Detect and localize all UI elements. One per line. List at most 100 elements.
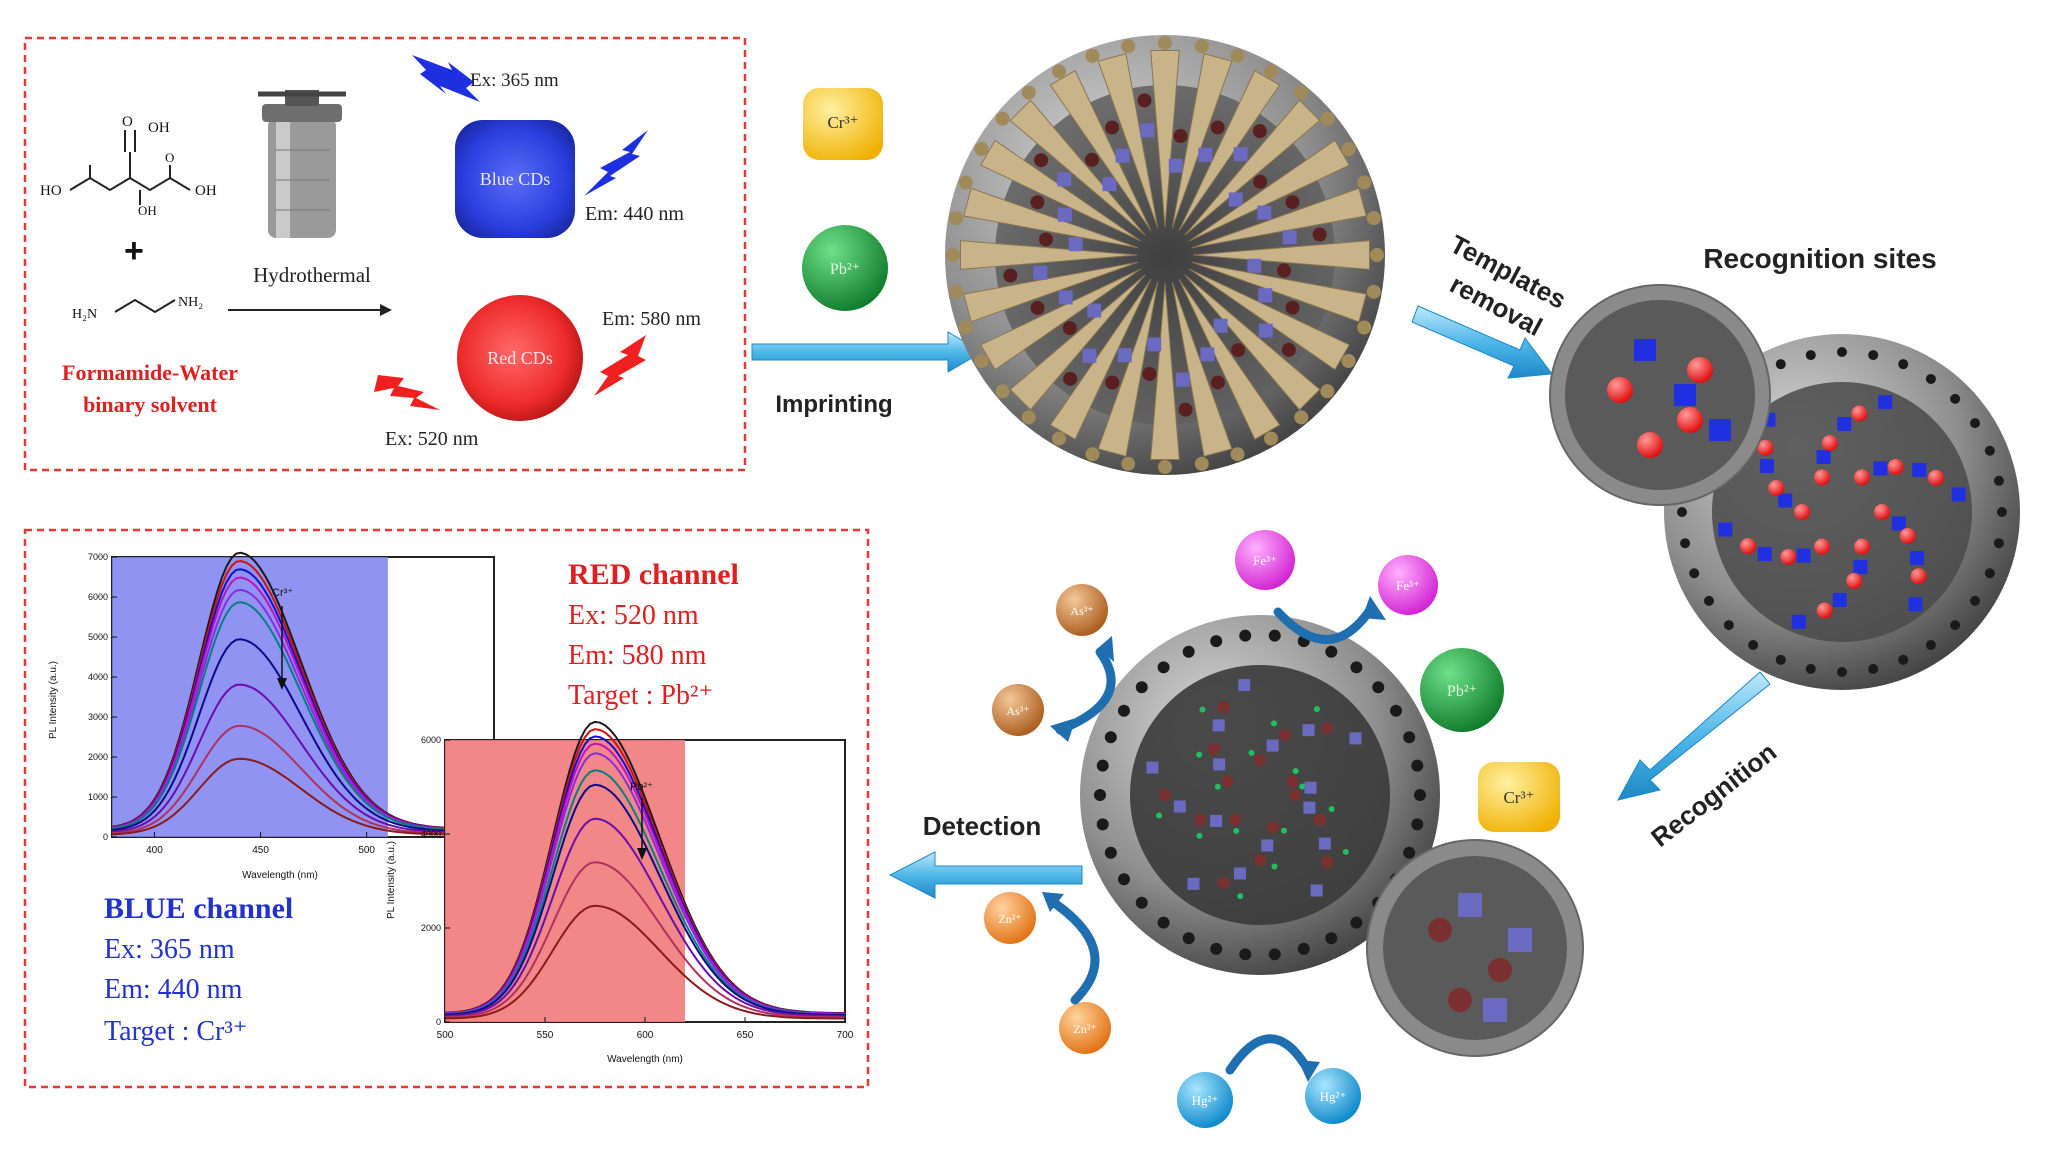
pore — [1411, 818, 1424, 831]
axis-ticks: 4004505005500100020003000400050006000700… — [88, 552, 482, 856]
bound-cube — [1304, 781, 1317, 794]
pb-site — [1794, 504, 1810, 520]
emission-bolt-blue — [584, 130, 648, 196]
green-dot — [1156, 812, 1163, 819]
bound-site — [1159, 789, 1171, 801]
citric-oh-label-3: OH — [138, 203, 157, 218]
annotation-label: Cr³⁺ — [272, 587, 293, 599]
pore — [1210, 942, 1223, 955]
pore-channel — [1171, 53, 1233, 229]
template-cube — [1115, 148, 1130, 163]
y-tick-label: 1000 — [88, 792, 108, 802]
surface-pore — [1158, 36, 1172, 50]
pb-site — [1846, 572, 1863, 589]
excitation-bolt-red — [374, 375, 440, 410]
template-site — [1210, 375, 1225, 390]
template-cube — [1175, 372, 1190, 387]
recognition-arrow — [1617, 671, 1771, 801]
template-cube — [1057, 172, 1072, 187]
pore-channel — [1097, 53, 1159, 229]
cr-site — [1908, 597, 1923, 612]
y-axis-label: PL Intensity (a.u.) — [386, 841, 397, 919]
pb-site — [1687, 357, 1713, 383]
detection-zoom-inset — [1366, 839, 1584, 1057]
pb-site — [1768, 480, 1785, 497]
pore-channel — [1178, 278, 1281, 440]
pore-channel — [1049, 70, 1152, 232]
pore — [1182, 932, 1195, 945]
y-tick-label: 4000 — [88, 672, 108, 682]
pore-channel — [980, 139, 1142, 242]
template-cube — [1247, 258, 1262, 273]
surface-pore — [1085, 48, 1100, 63]
cr-site — [1832, 592, 1847, 607]
template-cube — [1200, 347, 1215, 362]
recognition-label: Recognition — [1645, 737, 1782, 853]
series-curve — [111, 724, 494, 835]
y-axis-label: PL Intensity (a.u.) — [48, 661, 59, 739]
green-dot — [1328, 805, 1335, 812]
template-cube — [1057, 207, 1072, 222]
pore — [1268, 948, 1281, 961]
pore — [1748, 640, 1759, 651]
bound-cube — [1508, 928, 1532, 952]
series-curve — [111, 683, 494, 834]
y-tick-label: 3000 — [88, 712, 108, 722]
imprinting-arrow — [751, 331, 983, 373]
pb-site — [1816, 602, 1833, 619]
blue-ex-label: Ex: 365 nm — [470, 70, 559, 91]
template-site — [1178, 402, 1193, 417]
surface-pore — [1121, 456, 1136, 471]
pb-site — [1899, 527, 1916, 544]
bound-cube — [1173, 800, 1186, 813]
template-site — [1030, 300, 1045, 315]
pore — [1970, 595, 1981, 606]
bound-site — [1448, 988, 1472, 1012]
pore — [1677, 507, 1687, 517]
bound-site — [1488, 958, 1512, 982]
bound-site — [1193, 813, 1206, 826]
pore — [1390, 704, 1403, 717]
pore — [1723, 620, 1734, 631]
template-cube — [1198, 147, 1213, 162]
pore — [1970, 418, 1981, 429]
exchange-arrows — [1045, 605, 1375, 1075]
surface-pore — [1264, 431, 1278, 446]
pore-channel — [1184, 99, 1321, 236]
pore-channel — [1150, 50, 1180, 228]
spectra-panel — [23, 528, 870, 1089]
pore-channel — [1049, 278, 1152, 440]
pb-ion-label-top: Pb²⁺ — [830, 261, 860, 278]
pore-channel — [1188, 268, 1350, 371]
y-tick-label: 0 — [103, 832, 108, 842]
series-curve — [444, 904, 846, 1020]
template-cube — [1258, 323, 1273, 338]
surface-pore — [974, 354, 989, 368]
template-site — [1285, 300, 1300, 315]
pb-site — [1854, 469, 1870, 486]
cr-site — [1873, 461, 1888, 476]
excitation-bolt-blue — [412, 55, 480, 102]
zn-ion-label-a: Zn²⁺ — [998, 912, 1021, 926]
pore — [1925, 640, 1936, 651]
blue-cds-label: Blue CDs — [480, 169, 551, 189]
surface-pore — [949, 284, 964, 299]
recognition-sites — [1718, 395, 1966, 629]
pore-channel — [960, 240, 1138, 270]
fe-ion-label-a: Fe³⁺ — [1253, 553, 1277, 568]
template-cube — [1168, 158, 1183, 173]
green-dot — [1196, 832, 1203, 839]
template-cube — [1033, 265, 1048, 280]
plus-sign: + — [124, 232, 144, 270]
green-dot — [1271, 863, 1278, 870]
pore — [1680, 538, 1691, 549]
template-cube — [1213, 318, 1228, 333]
pore — [1414, 789, 1426, 801]
series-curves — [111, 551, 495, 836]
template-site — [1253, 174, 1268, 189]
blue-channel-title: BLUE channel — [104, 892, 293, 925]
blue-em-label: Em: 440 nm — [585, 203, 684, 225]
green-dot — [1270, 720, 1277, 727]
green-dot — [1199, 706, 1206, 713]
